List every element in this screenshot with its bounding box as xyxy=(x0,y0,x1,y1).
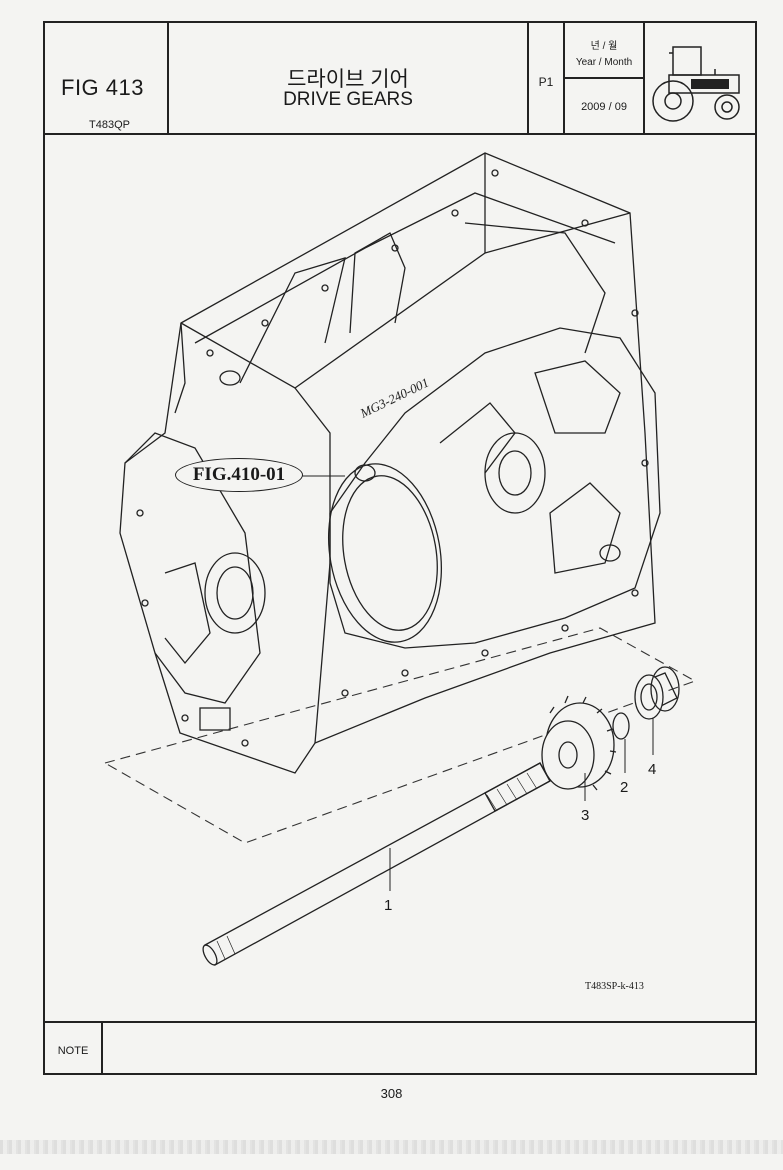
callout-3: 3 xyxy=(581,807,590,824)
page-code: P1 xyxy=(538,75,554,89)
bearing xyxy=(634,666,680,720)
housing-marking: MG3-240-001 xyxy=(357,375,431,422)
snap-ring xyxy=(612,712,630,740)
date-cell: 년 / 월 Year / Month 2009 / 09 xyxy=(565,23,645,133)
date-value: 2009 / 09 xyxy=(581,101,627,113)
date-label-box: 년 / 월 Year / Month xyxy=(565,23,643,79)
drive-gear xyxy=(541,695,617,791)
title-english: DRIVE GEARS xyxy=(283,89,413,110)
date-label-english: Year / Month xyxy=(575,57,633,68)
date-label-korean: 년 / 월 xyxy=(590,41,618,52)
parts-illustration: MG3-240-001 xyxy=(103,152,697,966)
page-frame: FIG 413 T483QP 드라이브 기어 DRIVE GEARS P1 년 … xyxy=(43,21,757,1075)
model-code: T483QP xyxy=(89,119,130,131)
exploded-parts-drawing: MG3-240-001 FIG.410-01 1 2 3 4 T483SP-k-… xyxy=(45,133,755,1021)
figure-number: FIG 413 xyxy=(61,75,144,100)
note-row: NOTE xyxy=(45,1021,755,1075)
title-korean: 드라이브 기어 xyxy=(287,68,409,91)
figure-reference-link[interactable]: FIG.410-01 xyxy=(175,458,303,492)
tractor-icon xyxy=(652,46,740,122)
assembly-guide-line xyxy=(103,627,697,844)
title-cell: 드라이브 기어 DRIVE GEARS xyxy=(169,23,529,133)
page-code-cell: P1 xyxy=(529,23,565,133)
drawing-code: T483SP-k-413 xyxy=(585,981,644,992)
figure-cell: FIG 413 T483QP xyxy=(45,23,169,133)
page-number: 308 xyxy=(380,1086,403,1101)
scan-edge-artifact xyxy=(0,1140,783,1154)
callout-2: 2 xyxy=(620,779,629,796)
title-block: FIG 413 T483QP 드라이브 기어 DRIVE GEARS P1 년 … xyxy=(45,23,755,135)
callout-4: 4 xyxy=(648,761,657,778)
note-label: NOTE xyxy=(45,1023,103,1075)
callout-1: 1 xyxy=(384,897,393,914)
logo-cell xyxy=(645,23,755,133)
drive-shaft xyxy=(202,762,551,966)
